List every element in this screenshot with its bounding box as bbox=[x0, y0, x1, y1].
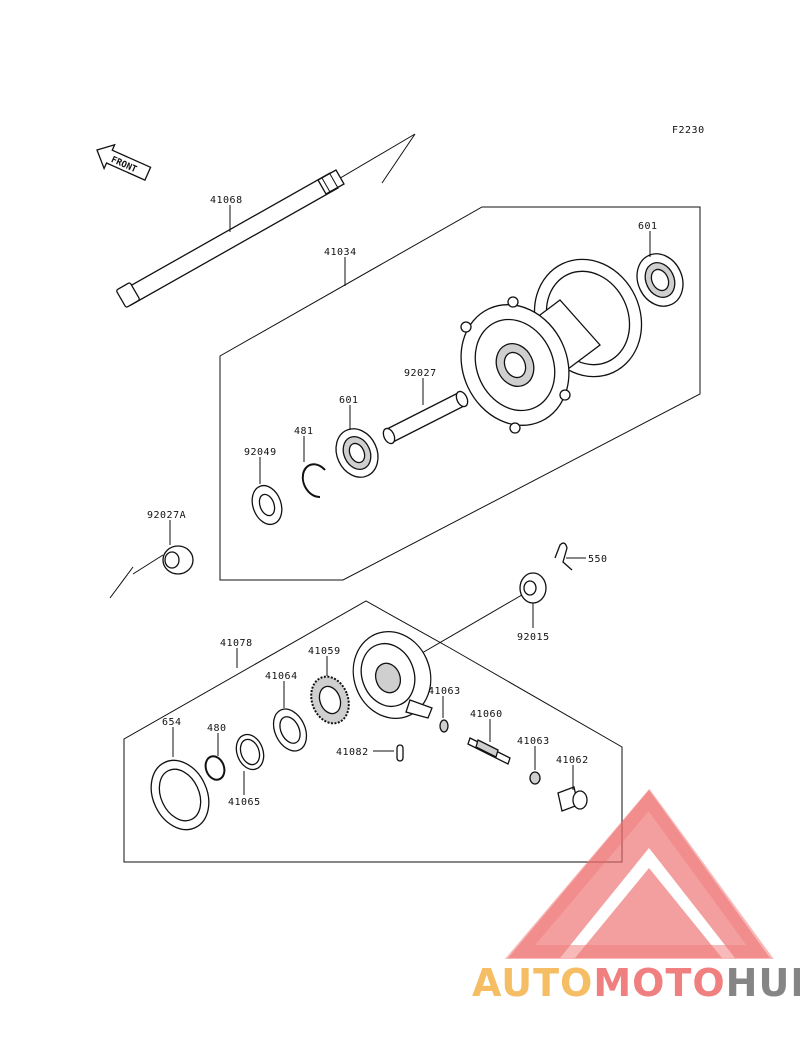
watermark-text-moto: MOTO bbox=[593, 961, 725, 1005]
label-601-right: 601 bbox=[638, 221, 658, 232]
axle-nut bbox=[519, 572, 547, 604]
label-41034: 41034 bbox=[324, 247, 357, 258]
label-41082: 41082 bbox=[336, 747, 369, 758]
label-41063-upper: 41063 bbox=[428, 686, 461, 697]
label-550: 550 bbox=[588, 554, 608, 565]
washer-41063b bbox=[529, 771, 541, 785]
figure-code: F2230 bbox=[672, 125, 705, 136]
bearing-right bbox=[636, 253, 684, 307]
leader-lines bbox=[169, 205, 651, 795]
label-41068: 41068 bbox=[210, 195, 243, 206]
watermark-logo: AUTOMOTOHUB bbox=[472, 788, 800, 1005]
circlip-481 bbox=[301, 463, 326, 499]
watermark-text-hub: HUB bbox=[726, 961, 800, 1005]
label-41059: 41059 bbox=[308, 646, 341, 657]
seal-92049 bbox=[251, 484, 283, 526]
label-481: 481 bbox=[294, 426, 314, 437]
label-41063-lower: 41063 bbox=[517, 736, 550, 747]
hub-group-outline bbox=[219, 206, 701, 581]
gear-housing bbox=[352, 631, 433, 719]
label-41065: 41065 bbox=[228, 797, 261, 808]
speedo-gear bbox=[310, 675, 350, 725]
lower-axis-line bbox=[109, 554, 164, 599]
oil-seal-654 bbox=[150, 759, 210, 831]
bushing-41062 bbox=[557, 786, 588, 812]
watermark-text-auto: AUTO bbox=[472, 961, 593, 1005]
label-92027a: 92027A bbox=[147, 510, 186, 521]
bearing-left bbox=[335, 428, 379, 478]
part-labels: 41068 41034 601 92027 601 481 92049 9202… bbox=[147, 195, 658, 808]
drive-plate bbox=[272, 708, 308, 752]
pinion-41060 bbox=[467, 737, 511, 765]
spacer-tube bbox=[382, 390, 469, 445]
label-92027: 92027 bbox=[404, 368, 437, 379]
ring-41065 bbox=[235, 733, 265, 771]
label-92015: 92015 bbox=[517, 632, 550, 643]
label-92049: 92049 bbox=[244, 447, 277, 458]
svg-text:AUTOMOTOHUB: AUTOMOTOHUB bbox=[472, 961, 800, 1005]
cotter-pin bbox=[554, 542, 573, 571]
label-41078: 41078 bbox=[220, 638, 253, 649]
washer-41063a bbox=[439, 719, 449, 733]
front-arrow-icon: FRONT bbox=[96, 143, 152, 181]
watermark-triangle-icon bbox=[508, 790, 770, 958]
label-480: 480 bbox=[207, 723, 227, 734]
label-601-left: 601 bbox=[339, 395, 359, 406]
label-41062: 41062 bbox=[556, 755, 589, 766]
collar-92027a bbox=[162, 545, 194, 575]
circlip-480 bbox=[204, 755, 226, 781]
nut-axis-line bbox=[409, 591, 528, 661]
label-654: 654 bbox=[162, 717, 182, 728]
label-41064: 41064 bbox=[265, 671, 298, 682]
label-41060: 41060 bbox=[470, 709, 503, 720]
wheel-hub bbox=[460, 258, 643, 434]
axle-shaft bbox=[116, 169, 345, 308]
pin-41082 bbox=[396, 744, 404, 762]
